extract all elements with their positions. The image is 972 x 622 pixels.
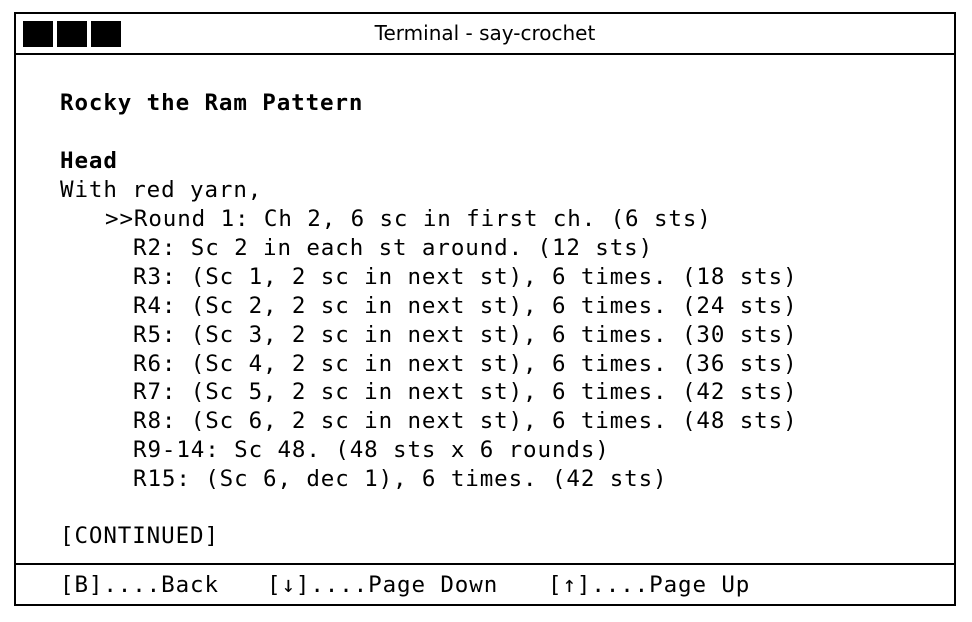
window-controls xyxy=(23,21,121,47)
pattern-round: R6: (Sc 4, 2 sc in next st), 6 times. (3… xyxy=(133,351,798,377)
pattern-round: R8: (Sc 6, 2 sc in next st), 6 times. (4… xyxy=(133,408,798,434)
key-hint-bar: [B]....Back [↓]....Page Down [↑]....Page… xyxy=(16,563,954,604)
pattern-title: Rocky the Ram Pattern xyxy=(60,90,364,116)
continued-indicator: [CONTINUED] xyxy=(60,523,219,549)
pattern-round: R15: (Sc 6, dec 1), 6 times. (42 sts) xyxy=(133,466,668,492)
pattern-round: R5: (Sc 3, 2 sc in next st), 6 times. (3… xyxy=(133,322,798,348)
back-key-hint[interactable]: [B]....Back xyxy=(60,572,219,598)
pattern-round: R7: (Sc 5, 2 sc in next st), 6 times. (4… xyxy=(133,379,798,405)
terminal-window: Terminal - say-crochet Rocky the Ram Pat… xyxy=(14,12,956,606)
pattern-round: R9-14: Sc 48. (48 sts x 6 rounds) xyxy=(133,437,610,463)
minimize-window-button[interactable] xyxy=(57,21,87,47)
page-up-key-hint[interactable]: [↑]....Page Up xyxy=(548,572,751,598)
maximize-window-button[interactable] xyxy=(91,21,121,47)
pattern-round: R3: (Sc 1, 2 sc in next st), 6 times. (1… xyxy=(133,264,798,290)
page-down-key-hint[interactable]: [↓]....Page Down xyxy=(267,572,499,598)
window-title: Terminal - say-crochet xyxy=(374,21,596,45)
section-heading: Head xyxy=(60,148,118,174)
terminal-content: Rocky the Ram Pattern Head With red yarn… xyxy=(16,55,954,563)
pattern-intro: With red yarn, xyxy=(60,177,263,203)
title-bar: Terminal - say-crochet xyxy=(16,14,954,55)
pattern-round-current: >>Round 1: Ch 2, 6 sc in first ch. (6 st… xyxy=(105,206,712,232)
pattern-round: R4: (Sc 2, 2 sc in next st), 6 times. (2… xyxy=(133,293,798,319)
close-window-button[interactable] xyxy=(23,21,53,47)
pattern-round: R2: Sc 2 in each st around. (12 sts) xyxy=(133,235,654,261)
